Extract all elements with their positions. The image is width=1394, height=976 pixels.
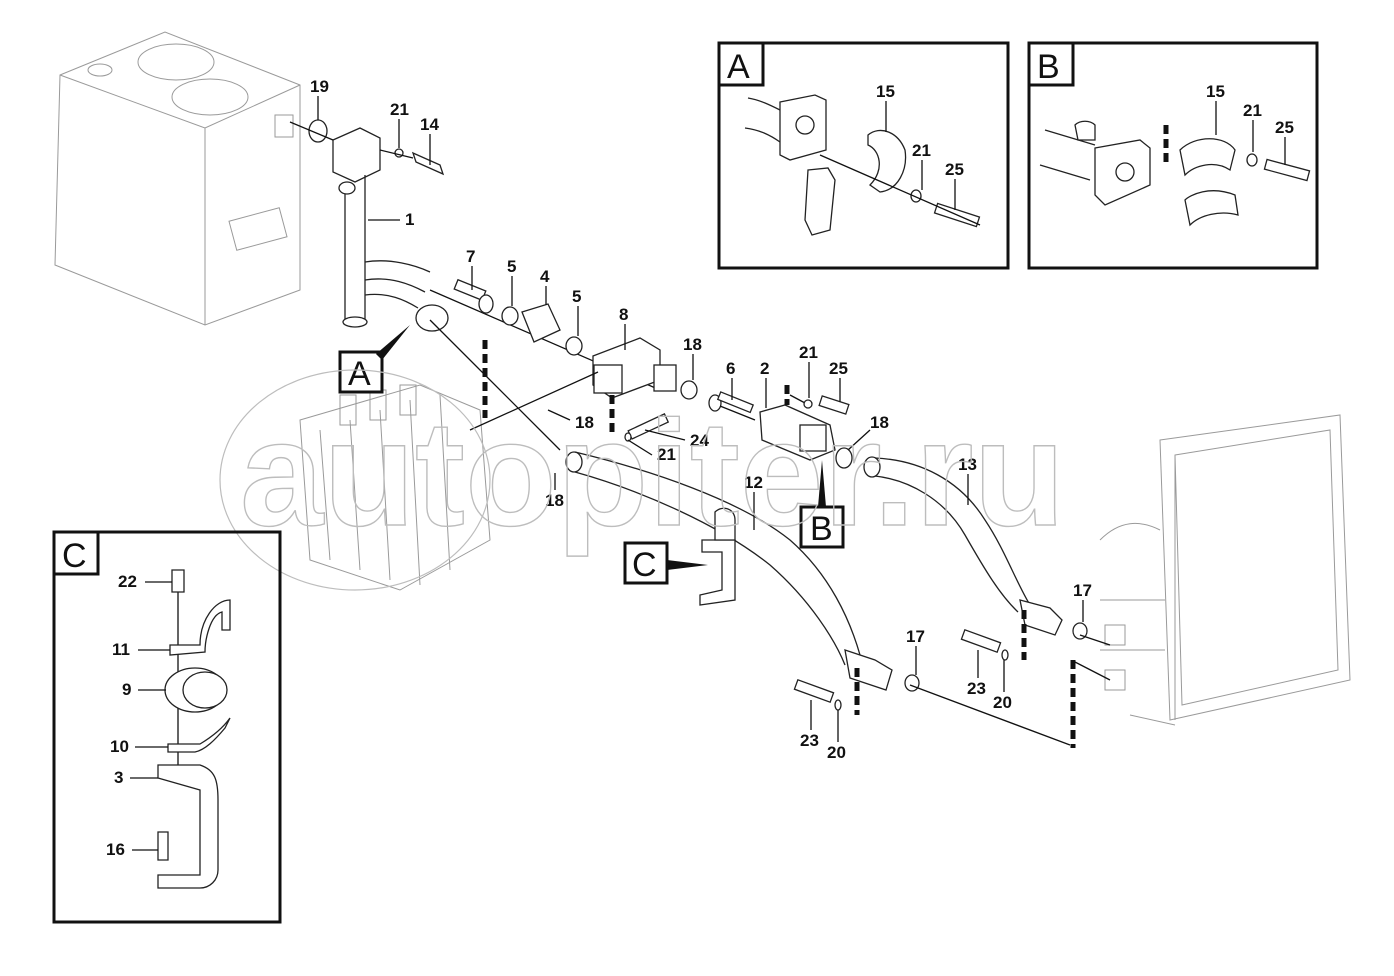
detail-a-panel: A 15 21 25: [717, 41, 1010, 270]
label-5: 5: [507, 257, 516, 276]
label-18: 18: [575, 413, 594, 432]
detail-b-panel: B 15 21 25: [1027, 41, 1319, 270]
label-21: 21: [657, 445, 676, 464]
label-20: 20: [993, 693, 1012, 712]
svg-text:15: 15: [1206, 82, 1225, 101]
callout-b[interactable]: B: [799, 460, 845, 549]
label-19: 19: [310, 77, 329, 96]
label-17: 17: [1073, 581, 1092, 600]
svg-text:3: 3: [114, 768, 123, 787]
label-1: 1: [405, 210, 414, 229]
svg-text:21: 21: [912, 141, 931, 160]
detail-a-title: A: [727, 48, 750, 86]
label-18: 18: [545, 491, 564, 510]
svg-text:25: 25: [1275, 118, 1294, 137]
svg-text:10: 10: [110, 737, 129, 756]
label-17: 17: [906, 627, 925, 646]
hose-bracket: [699, 507, 736, 606]
fitting-chain: [429, 278, 756, 421]
svg-text:B: B: [810, 510, 833, 548]
hose-12: [565, 451, 920, 692]
label-12: 12: [744, 473, 763, 492]
label-2: 2: [760, 359, 769, 378]
svg-text:9: 9: [122, 680, 131, 699]
control-valve: [299, 304, 491, 591]
watermark: autopiter.ru: [219, 369, 1066, 591]
svg-text:autopiter.ru: autopiter.ru: [240, 389, 1065, 557]
svg-text:22: 22: [118, 572, 137, 591]
hose-13: [863, 456, 1088, 640]
svg-text:21: 21: [1243, 101, 1262, 120]
label-21: 21: [799, 343, 818, 362]
svg-text:11: 11: [112, 640, 130, 659]
callout-c[interactable]: C: [623, 541, 708, 585]
svg-text:15: 15: [876, 82, 895, 101]
part-labels: 19 21 14 1 7 5 4 5 8 18 6 2 21 25 18 18 …: [310, 77, 1092, 762]
callout-a[interactable]: A: [338, 325, 410, 394]
svg-text:25: 25: [945, 160, 964, 179]
label-6: 6: [726, 359, 735, 378]
assembly-lines: [429, 319, 1111, 748]
label-13: 13: [958, 455, 977, 474]
detail-c-panel: C 22 11 9 10 3 16: [52, 530, 282, 924]
label-8: 8: [619, 305, 628, 324]
label-24: 24: [690, 431, 709, 450]
label-7: 7: [466, 247, 475, 266]
suction-pipe-assembly: [289, 119, 445, 328]
label-20: 20: [827, 743, 846, 762]
label-18: 18: [870, 413, 889, 432]
detail-b-title: B: [1037, 48, 1060, 86]
elbow-fitting-2: [759, 394, 853, 469]
label-23: 23: [967, 679, 986, 698]
label-25: 25: [829, 359, 848, 378]
label-5: 5: [572, 287, 581, 306]
svg-text:C: C: [632, 546, 657, 584]
detail-c-title: C: [62, 537, 87, 575]
label-21: 21: [390, 100, 409, 119]
label-23: 23: [800, 731, 819, 750]
label-14: 14: [420, 115, 439, 134]
oil-cooler: [1099, 414, 1351, 726]
svg-text:A: A: [348, 355, 371, 393]
label-4: 4: [540, 267, 550, 286]
bolts: [624, 413, 1009, 711]
label-18: 18: [683, 335, 702, 354]
hydraulic-tank: [54, 31, 301, 326]
svg-text:16: 16: [106, 840, 125, 859]
